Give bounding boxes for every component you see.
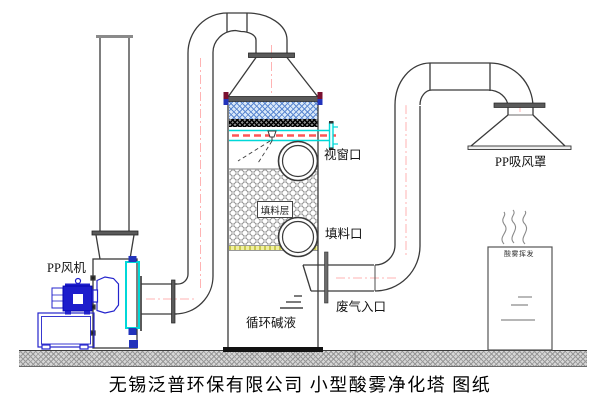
tower-top-elbow [187, 12, 288, 54]
spray-inlet-flange [328, 122, 334, 149]
tower-body [223, 92, 323, 352]
fan-scroll [92, 276, 120, 314]
drawing-caption: 无锡泛普环保有限公司 小型酸雾净化塔 图纸 [108, 375, 492, 395]
hood-flange [493, 102, 546, 108]
waste-gas-label: 废气入口 [336, 300, 387, 314]
duct-flange [171, 279, 176, 324]
fan-inlet-connection [125, 256, 177, 348]
tower-top-cone [227, 40, 319, 98]
demister-support-band [229, 119, 318, 127]
acid-mist-label: 酸雾挥发 [504, 250, 534, 258]
suction-hood-label: PP吸风罩 [495, 155, 547, 169]
fume-squiggles [501, 209, 528, 245]
packing-support-grid [229, 245, 318, 251]
suction-hood [467, 102, 572, 150]
exhaust-stack [91, 35, 139, 260]
tower-lid [224, 96, 322, 102]
waste-gas-inlet-duct [302, 251, 376, 304]
alkali-label: 循环碱液 [246, 316, 297, 330]
motor-lifting-hook [74, 277, 82, 285]
inlet-flange [324, 251, 329, 304]
demister-mesh-layer [229, 101, 318, 120]
fan-motor [51, 277, 93, 315]
tower-base-plate [223, 347, 323, 352]
viewing-port [277, 140, 319, 182]
tower-neck-flange [248, 52, 295, 58]
lid-bolt-right [317, 92, 323, 99]
tank-liquid-level [501, 296, 535, 321]
fan-base-frame [37, 312, 95, 350]
hood-top-elbow [394, 62, 534, 108]
packing-port-label: 填料口 [325, 227, 363, 241]
sump-liquid-level [280, 295, 303, 309]
lid-bolt-left [223, 92, 229, 99]
viewing-port-label: 视窗口 [324, 148, 362, 162]
acid-tank [487, 209, 553, 351]
ground-hatch [19, 350, 587, 367]
hood-rim-plate [467, 145, 572, 150]
packing-layer-label: 填料层 [257, 201, 293, 218]
inlet-riser-pipe [374, 105, 421, 292]
fan-label: PP风机 [47, 261, 86, 275]
spray-nozzle [237, 130, 277, 164]
motor-terminal-box [51, 287, 64, 309]
packing-port [277, 216, 319, 258]
stack-flange [91, 230, 139, 236]
packing-layer-text: 填料层 [260, 206, 290, 217]
spray-header [229, 121, 338, 150]
tower-outlet-riser [174, 53, 214, 315]
